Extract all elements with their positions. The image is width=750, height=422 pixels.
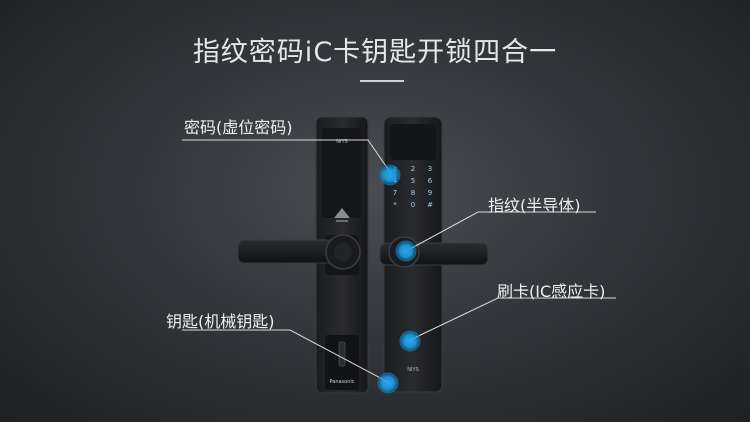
key-hash: # <box>427 201 433 209</box>
page-title: 指纹密码iC卡钥匙开锁四合一 <box>192 37 558 68</box>
callout-line-card <box>409 297 616 341</box>
hotspot-key <box>377 372 399 394</box>
key-3: 3 <box>428 165 432 173</box>
label-fingerprint: 指纹(半导体) <box>488 196 581 215</box>
callout-line-fingerprint <box>409 211 596 250</box>
hotspot-fingerprint <box>395 240 417 262</box>
key-7: 7 <box>393 189 397 197</box>
key-9: 9 <box>428 189 432 197</box>
hotspot-password <box>379 164 401 186</box>
label-password: 密码(虚位密码) <box>184 118 293 137</box>
key-8: 8 <box>411 189 415 197</box>
key-2: 2 <box>411 165 415 173</box>
back-brand-top: NIYS <box>336 139 347 145</box>
front-brand-bottom: NIYS <box>407 367 418 373</box>
hotspots <box>377 164 421 394</box>
callout-lines <box>182 139 616 383</box>
key-star: * <box>393 201 397 209</box>
key-6: 6 <box>428 177 433 185</box>
callout-line-key <box>182 329 389 383</box>
label-card: 刷卡(IC感应卡) <box>497 282 606 301</box>
back-brand-bottom: Panasonic <box>329 379 354 385</box>
hotspot-card <box>399 330 421 352</box>
callout-line-password <box>182 139 391 173</box>
lock-back-handle <box>237 234 361 270</box>
key-5: 5 <box>411 177 415 185</box>
title-divider <box>360 80 404 82</box>
thumbturn-indicator <box>334 208 350 218</box>
label-key: 钥匙(机械钥匙) <box>166 312 275 331</box>
key-0: 0 <box>411 201 415 209</box>
